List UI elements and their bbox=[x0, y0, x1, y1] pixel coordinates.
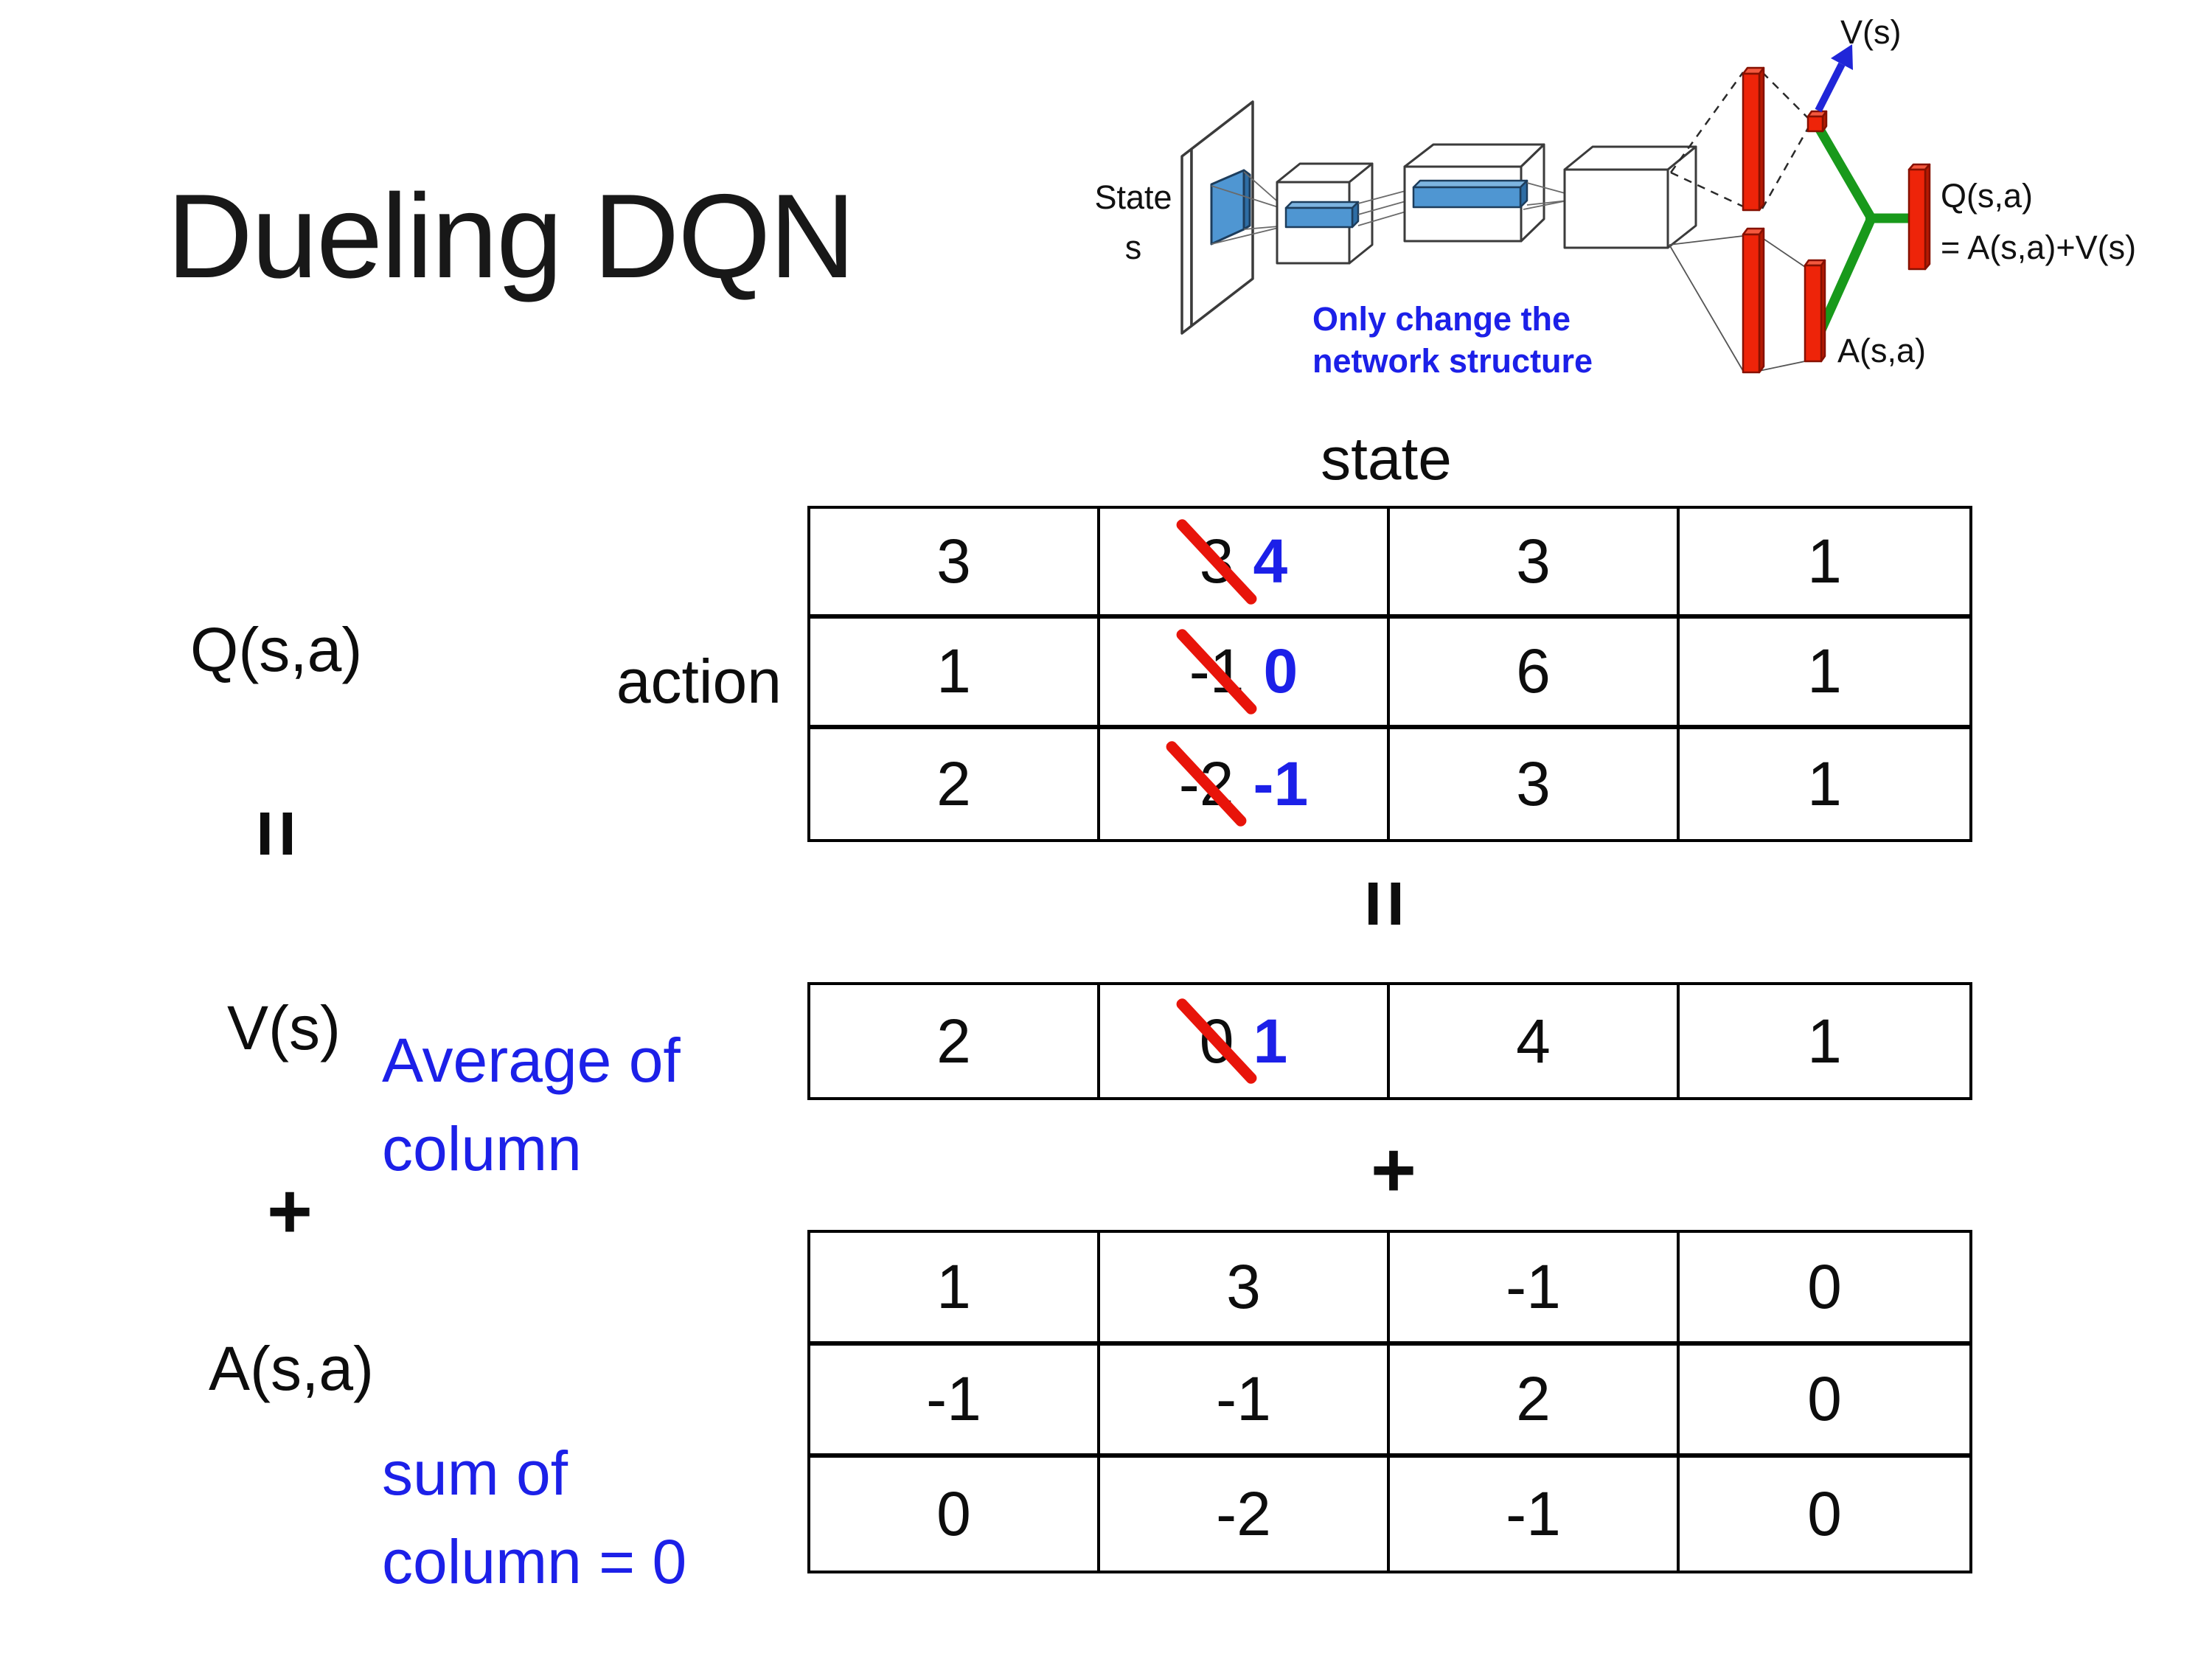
average-of-column-note: Average of column bbox=[382, 1026, 681, 1183]
conv-layer-box-2 bbox=[1403, 143, 1545, 243]
table-cell: 3 bbox=[1100, 1233, 1390, 1346]
q-output-formula: = A(s,a)+V(s) bbox=[1941, 229, 2137, 266]
table-cell: 2 bbox=[810, 985, 1100, 1097]
new-value: -1 bbox=[1253, 748, 1309, 818]
a-stream-lines bbox=[1669, 235, 1806, 372]
table-cell-strikethrough: -2 -1 bbox=[1100, 728, 1390, 839]
old-value: 0 bbox=[1199, 1006, 1234, 1076]
a-table: 1 3 -1 0 -1 -1 2 0 0 -2 -1 0 bbox=[807, 1230, 1972, 1573]
q-sa-label: Q(s,a) bbox=[190, 615, 363, 684]
table-cell: 1 bbox=[810, 1233, 1100, 1346]
action-label: action bbox=[616, 647, 782, 716]
v-stream-dashed-lines bbox=[1669, 72, 1809, 209]
table-cell-strikethrough: -1 0 bbox=[1100, 619, 1390, 729]
a-hidden-red-bar bbox=[1742, 227, 1765, 374]
conv-cone-1 bbox=[1211, 171, 1288, 245]
table-cell: 2 bbox=[810, 728, 1100, 839]
q-output-label: Q(s,a) bbox=[1941, 177, 2034, 215]
network-note: Only change the network structure bbox=[1312, 300, 1593, 380]
table-cell: -1 bbox=[1390, 1458, 1680, 1571]
new-value: 0 bbox=[1263, 636, 1298, 706]
table-cell: 0 bbox=[810, 1458, 1100, 1571]
v-s-label: V(s) bbox=[227, 993, 341, 1062]
equals-rotated-left: = bbox=[229, 808, 324, 858]
conv-cone-3 bbox=[1523, 182, 1568, 210]
page-title: Dueling DQN bbox=[167, 170, 855, 303]
table-cell: 0 bbox=[1807, 1479, 1842, 1549]
a-sa-label: A(s,a) bbox=[209, 1334, 375, 1403]
feature-bar-2 bbox=[1412, 179, 1528, 209]
old-value: -1 bbox=[1189, 636, 1245, 706]
old-value: -2 bbox=[1178, 748, 1234, 818]
new-value: 4 bbox=[1253, 526, 1288, 597]
table-cell: 0 bbox=[1680, 1233, 1969, 1346]
conv-filter-1 bbox=[1210, 169, 1251, 246]
table-cell: 6 bbox=[1390, 619, 1680, 729]
old-value: 3 bbox=[1199, 526, 1234, 597]
merge-green-connector bbox=[1814, 124, 1913, 335]
a-output-red-bar bbox=[1804, 259, 1826, 363]
table-cell: 0 bbox=[1680, 1346, 1969, 1458]
state-header: state bbox=[1321, 425, 1452, 493]
table-cell: 2 bbox=[1390, 1345, 1680, 1458]
plus-left: + bbox=[267, 1167, 313, 1255]
table-cell: 3 bbox=[810, 509, 1100, 619]
table-cell: -2 bbox=[1100, 1458, 1390, 1571]
table-cell: 1 bbox=[1680, 619, 1969, 729]
plus-middle: + bbox=[1371, 1126, 1416, 1214]
q-output-red-bar bbox=[1907, 163, 1931, 271]
v-arrow bbox=[1815, 44, 1853, 113]
v-scalar-red-node bbox=[1806, 110, 1828, 133]
v-output-label: V(s) bbox=[1840, 13, 1902, 51]
state-input-label: State s bbox=[1094, 178, 1172, 266]
equals-rotated-middle: = bbox=[1338, 878, 1432, 928]
table-cell: -1 bbox=[810, 1345, 1100, 1458]
table-cell: 1 bbox=[1807, 748, 1842, 818]
conv-cone-2 bbox=[1357, 188, 1414, 226]
table-cell: 3 bbox=[1390, 509, 1680, 619]
table-cell: -1 bbox=[1100, 1345, 1390, 1458]
a-output-label: A(s,a) bbox=[1837, 332, 1927, 369]
new-value: 1 bbox=[1253, 1006, 1288, 1076]
sum-of-column-note: sum of column = 0 bbox=[382, 1439, 687, 1596]
table-cell: 1 bbox=[1680, 509, 1969, 619]
table-cell: 1 bbox=[1807, 1006, 1842, 1076]
feature-bar-1 bbox=[1284, 201, 1360, 229]
table-cell: 4 bbox=[1390, 985, 1680, 1097]
v-hidden-red-bar bbox=[1742, 66, 1765, 212]
conv-layer-box-1 bbox=[1276, 162, 1374, 265]
table-cell: 3 bbox=[1390, 728, 1680, 839]
table-cell: -1 bbox=[1390, 1233, 1680, 1346]
conv-layer-box-3 bbox=[1563, 145, 1697, 249]
table-cell: 1 bbox=[810, 619, 1100, 729]
